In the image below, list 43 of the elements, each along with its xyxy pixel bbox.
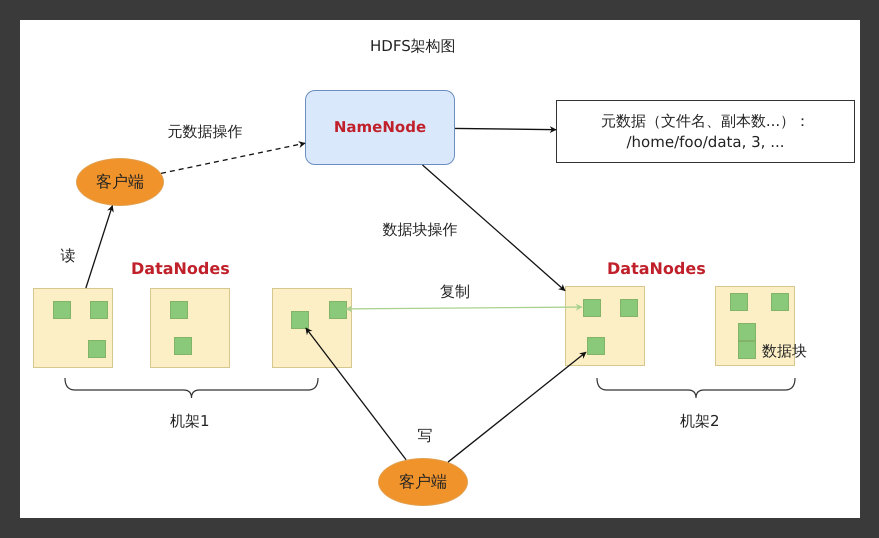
datanode-box bbox=[565, 286, 645, 366]
data-block bbox=[53, 301, 71, 319]
datanode-box bbox=[272, 288, 352, 368]
arrow bbox=[305, 327, 407, 460]
arrow bbox=[422, 164, 566, 292]
node-text: /home/foo/data, 3, ... bbox=[626, 132, 785, 152]
data-block bbox=[583, 299, 601, 317]
data-block bbox=[620, 299, 638, 317]
data-block bbox=[90, 301, 108, 319]
data-block bbox=[174, 337, 192, 355]
block-label: 数据块 bbox=[762, 342, 807, 361]
arrow bbox=[345, 304, 583, 312]
edge-label: 写 bbox=[416, 426, 434, 446]
node-text: 元数据（文件名、副本数...）： bbox=[600, 111, 810, 132]
node-title: NameNode bbox=[334, 117, 426, 138]
arrow bbox=[85, 204, 114, 288]
data-block bbox=[587, 337, 605, 355]
data-block bbox=[738, 323, 756, 341]
data-block bbox=[88, 340, 106, 358]
edge-label: 数据块操作 bbox=[380, 220, 460, 240]
edge-label: 元数据操作 bbox=[166, 122, 244, 142]
rack-heading: DataNodes bbox=[131, 259, 230, 278]
namenode-box bbox=[305, 90, 455, 165]
metadata-box bbox=[556, 100, 855, 163]
node-text: 客户端 bbox=[96, 171, 144, 193]
arrow bbox=[455, 126, 557, 134]
rack-label: 机架1 bbox=[170, 412, 210, 431]
node-text: 客户端 bbox=[399, 471, 447, 493]
edge-label: 复制 bbox=[438, 282, 472, 302]
datanode-box bbox=[150, 288, 230, 368]
arrow bbox=[160, 141, 306, 174]
arrow bbox=[448, 352, 587, 463]
rack-label: 机架2 bbox=[680, 412, 720, 431]
data-block bbox=[170, 301, 188, 319]
data-block bbox=[738, 341, 756, 359]
data-block bbox=[291, 311, 309, 329]
rack-heading: DataNodes bbox=[607, 259, 706, 278]
data-block bbox=[771, 293, 789, 311]
edge-label: 读 bbox=[58, 246, 78, 266]
diagram-title: HDFS架构图 bbox=[370, 37, 456, 56]
data-block bbox=[329, 301, 347, 319]
datanode-box bbox=[33, 288, 113, 368]
data-block bbox=[730, 293, 748, 311]
